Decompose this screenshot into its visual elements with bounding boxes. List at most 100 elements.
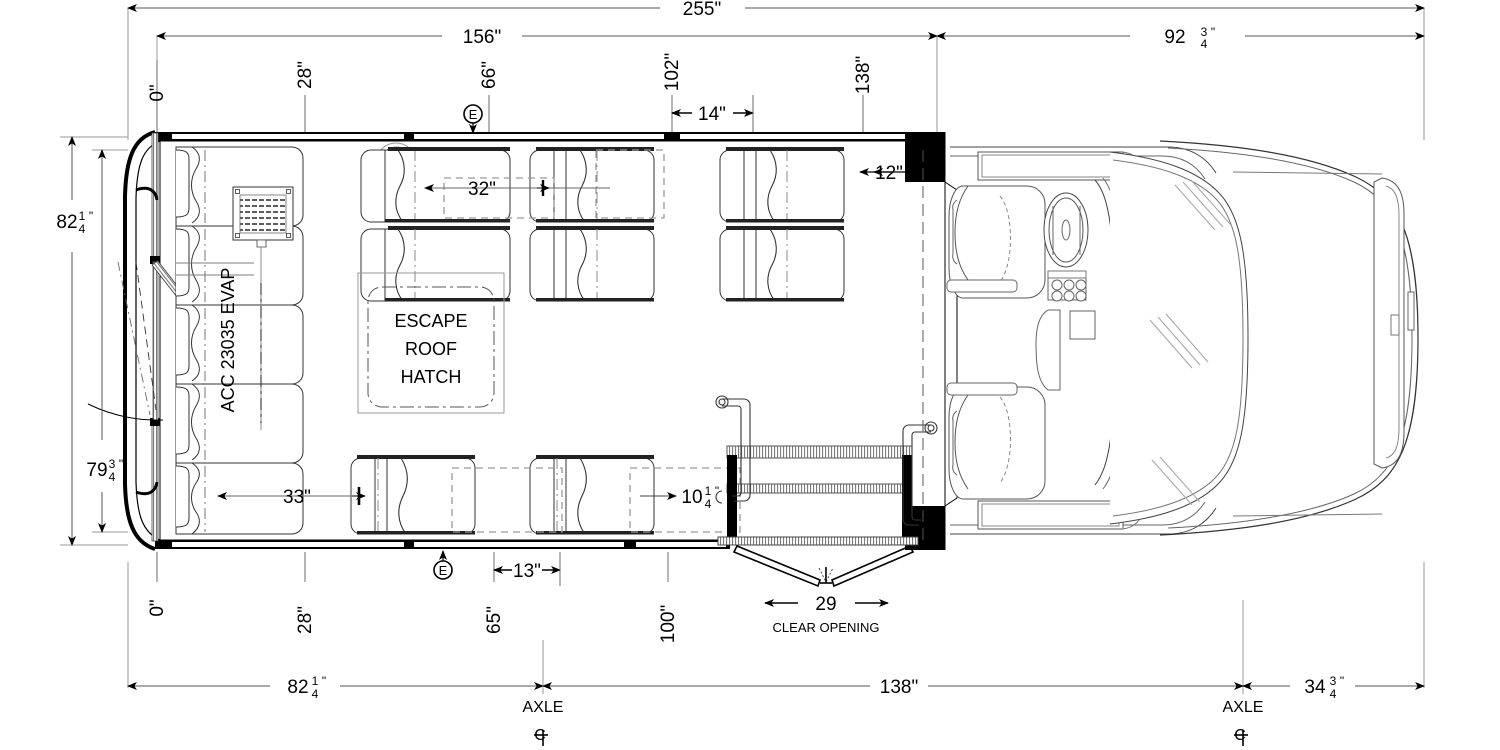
dimension-height-rear-numerator: 1 [79, 209, 86, 223]
dimension-clear-opening-label: CLEAR OPENING [773, 620, 880, 635]
emergency-exit-marker-top: E [463, 104, 483, 134]
dimension-window-gap-13-text: 13" [513, 561, 541, 582]
escape-hatch-label-2: ROOF [405, 339, 457, 359]
left-vertical-dimensions: 82 1 4 " 79 3 4 " [56, 136, 128, 546]
station-0-top: 0" [147, 60, 168, 132]
wheelchair-lift [715, 395, 938, 588]
dimension-baseline-left-denominator: 4 [312, 687, 319, 701]
dimension-cab-length-whole: 92 [1164, 27, 1185, 48]
evaporator-label: ACC 23035 EVAP [218, 268, 238, 413]
escape-roof-hatch: ESCAPE ROOF HATCH [357, 272, 505, 414]
station-100-bottom: 100" [658, 552, 679, 643]
dimension-rear-step-12-text: 12" [875, 163, 903, 184]
dimension-baseline-right-unit: " [1340, 674, 1344, 688]
dimension-baseline-right-whole: 34 [1304, 677, 1326, 698]
emergency-exit-marker-bottom: E [433, 550, 453, 580]
bottom-station-callouts: 0" 28" 65" 100" [147, 552, 679, 643]
station-102-top-text: 102" [662, 53, 683, 91]
steering-wheel [1043, 192, 1089, 268]
dimension-cab-length-unit: " [1211, 25, 1215, 39]
axle-callout-front: AXLE C [1223, 699, 1263, 746]
station-66-top-text: 66" [479, 61, 500, 89]
dimension-height-front-numerator: 3 [109, 457, 116, 471]
dimension-height-rear-denominator: 4 [79, 222, 86, 236]
top-station-callouts: 0" 28" 66" 102" 138" [147, 53, 874, 132]
station-28-top: 28" [295, 61, 316, 132]
dimension-window-gap-13: 13" [493, 552, 561, 586]
internal-dimensions: 32" 12" 33" 10 1 4 " [217, 163, 906, 511]
lift-handrail [715, 395, 751, 504]
dimension-aisle-right-numerator: 1 [705, 484, 712, 498]
glass-highlight [1149, 179, 1232, 506]
dimension-height-rear-unit: " [89, 209, 93, 223]
dimension-body-length-text: 156" [463, 27, 501, 48]
dimension-cab-length-numerator: 3 [1201, 25, 1208, 39]
dimension-aisle-right-whole: 10 [681, 487, 702, 508]
dimension-baseline-left: 82 1 4 " [127, 674, 544, 701]
seat-group-top-1b [360, 226, 511, 302]
passenger-seat [946, 382, 1046, 500]
seat-footprint-outline [443, 149, 665, 219]
dimension-window-gap-14-text: 14" [698, 104, 726, 125]
dimension-seat-pitch-top: 32" [424, 179, 610, 200]
seat-group-bottom-2 [529, 455, 655, 535]
rear-bench-seat-group [175, 146, 304, 535]
escape-hatch-label-1: ESCAPE [394, 311, 467, 331]
dimension-cab-length: 92 3 4 " [936, 25, 1425, 51]
lift-ramp-flap [732, 544, 915, 588]
cab-area [946, 140, 1419, 536]
seat-footprint-outline [451, 467, 741, 533]
escape-hatch-label-3: HATCH [401, 367, 462, 387]
dimension-height-rear-whole: 82 [56, 212, 77, 233]
dimension-height-rear: 82 1 4 " [56, 136, 93, 546]
seat-group-top-3 [719, 147, 845, 223]
dimension-height-front: 79 3 4 " [86, 149, 123, 533]
dimension-seat-pitch-bottom: 33" [217, 487, 366, 508]
top-row-seats [360, 142, 845, 302]
dimension-aisle-right-denominator: 4 [705, 497, 712, 511]
bench-seat-row [175, 462, 304, 535]
station-28-bottom-text: 28" [295, 606, 316, 634]
top-dimension-block: 255" 156" 92 3 4 " 0" 28" 66" 102" [127, 0, 1425, 140]
seat-group-top-1 [360, 142, 511, 223]
dimension-baseline-left-whole: 82 [287, 677, 308, 698]
dimension-aisle-right-unit: " [715, 484, 719, 498]
dimension-baseline-mid: 138" [542, 677, 1244, 698]
dimension-baseline-left-numerator: 1 [312, 674, 319, 688]
cab-door-top [950, 146, 1217, 181]
dimension-overall-length-text: 255" [683, 0, 721, 20]
station-0-bottom-text: 0" [147, 599, 168, 616]
station-28-top-text: 28" [295, 61, 316, 89]
station-100-bottom-text: 100" [658, 605, 679, 643]
dimension-seat-pitch-bottom-text: 33" [283, 487, 311, 508]
station-0-top-text: 0" [147, 84, 168, 101]
emergency-exit-markers: E E [433, 104, 483, 580]
station-28-bottom: 28" [295, 552, 316, 634]
dashboard-console [1035, 177, 1124, 490]
dimension-height-front-unit: " [119, 457, 123, 471]
bench-seat-row [175, 304, 304, 385]
seat-group-top-2b [529, 226, 655, 302]
bottom-dimension-block: 0" 28" 65" 100" 13" 29 CLEAR OPENING [127, 552, 1425, 746]
dimension-height-front-denominator: 4 [109, 470, 116, 484]
bench-seat-row [175, 225, 304, 306]
axle-callout-rear: AXLE C [523, 699, 564, 746]
windshield [1109, 151, 1249, 525]
driver-seat [946, 185, 1046, 299]
dimension-overall-length: 255" [127, 0, 1425, 20]
station-138-top: 138" [853, 56, 874, 132]
axle-label-rear: AXLE [523, 699, 564, 716]
station-65-bottom-text: 65" [484, 606, 505, 634]
station-138-top-text: 138" [853, 56, 874, 94]
dimension-baseline-right-denominator: 4 [1330, 687, 1337, 701]
lift-handrail [902, 421, 938, 526]
dimension-body-length: 156" [156, 27, 938, 48]
dimension-aisle-right: 10 1 4 " [640, 484, 719, 511]
station-66-top: 66" [479, 61, 500, 132]
emergency-exit-marker-label: E [439, 563, 448, 578]
station-0-bottom: 0" [147, 552, 168, 617]
cab-door-bottom [950, 500, 1217, 535]
dimension-cab-length-denominator: 4 [1201, 37, 1208, 51]
dimension-seat-pitch-top-text: 32" [468, 179, 496, 200]
